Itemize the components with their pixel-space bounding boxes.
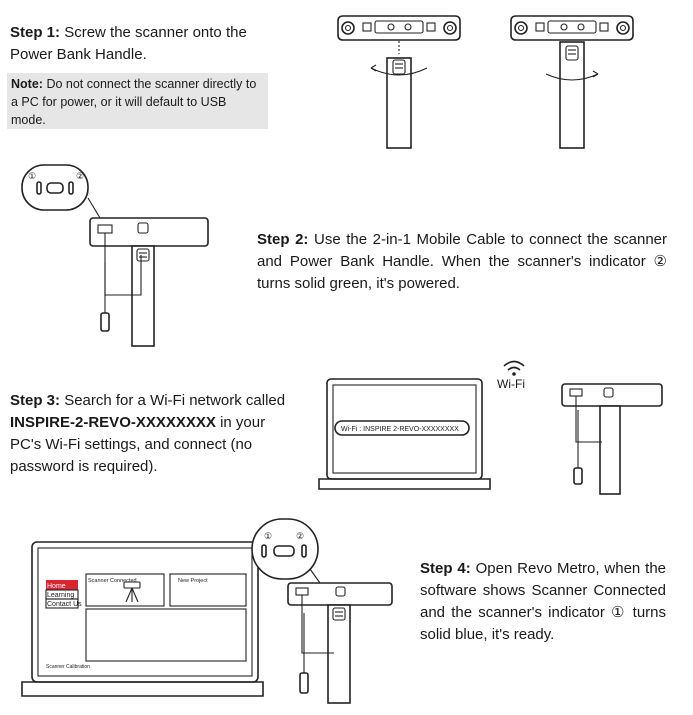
app-menu-contact: Contact Us	[47, 601, 82, 608]
note-body: Do not connect the scanner directly to a…	[11, 77, 257, 127]
step4-laptop: Home Learning Contact Us Scanner Connect…	[21, 541, 264, 697]
app-menu-home: Home	[47, 583, 66, 590]
step2-illustration: ① ②	[21, 164, 209, 347]
step3-body-after: in your PC's Wi-Fi settings, and connect…	[10, 414, 266, 475]
step1-illustration-a	[337, 15, 461, 149]
step3-label: Step 3:	[10, 392, 61, 409]
wifi-icon	[503, 360, 525, 376]
step1-body: Screw the scanner onto the Power Bank Ha…	[10, 24, 247, 63]
step2-label: Step 2:	[257, 231, 309, 248]
step1-illustration-b	[510, 15, 634, 149]
step3-laptop: Wi-Fi : INSPIRE 2-REVO-XXXXXXXX	[318, 378, 491, 490]
wifi-label: Wi-Fi	[497, 377, 525, 391]
app-new-project: New Project	[178, 578, 208, 584]
step4-marker-2: ②	[296, 531, 304, 541]
app-scanner-connected: Scanner Connected	[88, 578, 137, 584]
step4-marker-1: ①	[264, 531, 272, 541]
step3-network-name: INSPIRE-2-REVO-XXXXXXXX	[10, 414, 216, 431]
step2-body: Use the 2-in-1 Mobile Cable to connect t…	[257, 231, 668, 292]
step3-body-before: Search for a Wi-Fi network called	[64, 392, 286, 409]
step4-label: Step 4:	[420, 560, 471, 577]
step3-scanner	[561, 383, 663, 495]
step1-label: Step 1:	[10, 24, 61, 41]
step4-text: Step 4: Open Revo Metro, when the softwa…	[420, 558, 666, 646]
step4-scanner: ① ②	[251, 518, 393, 704]
step2-text: Step 2: Use the 2-in-1 Mobile Cable to c…	[257, 229, 667, 295]
step3-text: Step 3: Search for a Wi-Fi network calle…	[10, 390, 287, 478]
step1-text: Step 1: Screw the scanner onto the Power…	[10, 22, 275, 66]
step2-marker-2: ②	[76, 171, 84, 181]
app-footer: Scanner Calibration	[46, 664, 90, 670]
step4-body: Open Revo Metro, when the software shows…	[420, 560, 666, 643]
app-menu-learning: Learning	[47, 592, 74, 599]
step2-marker-1: ①	[28, 171, 36, 181]
step3-screen-ssid: Wi-Fi : INSPIRE 2-REVO-XXXXXXXX	[341, 426, 459, 433]
step1-note: Note: Do not connect the scanner directl…	[7, 73, 268, 129]
note-label: Note:	[11, 77, 43, 91]
